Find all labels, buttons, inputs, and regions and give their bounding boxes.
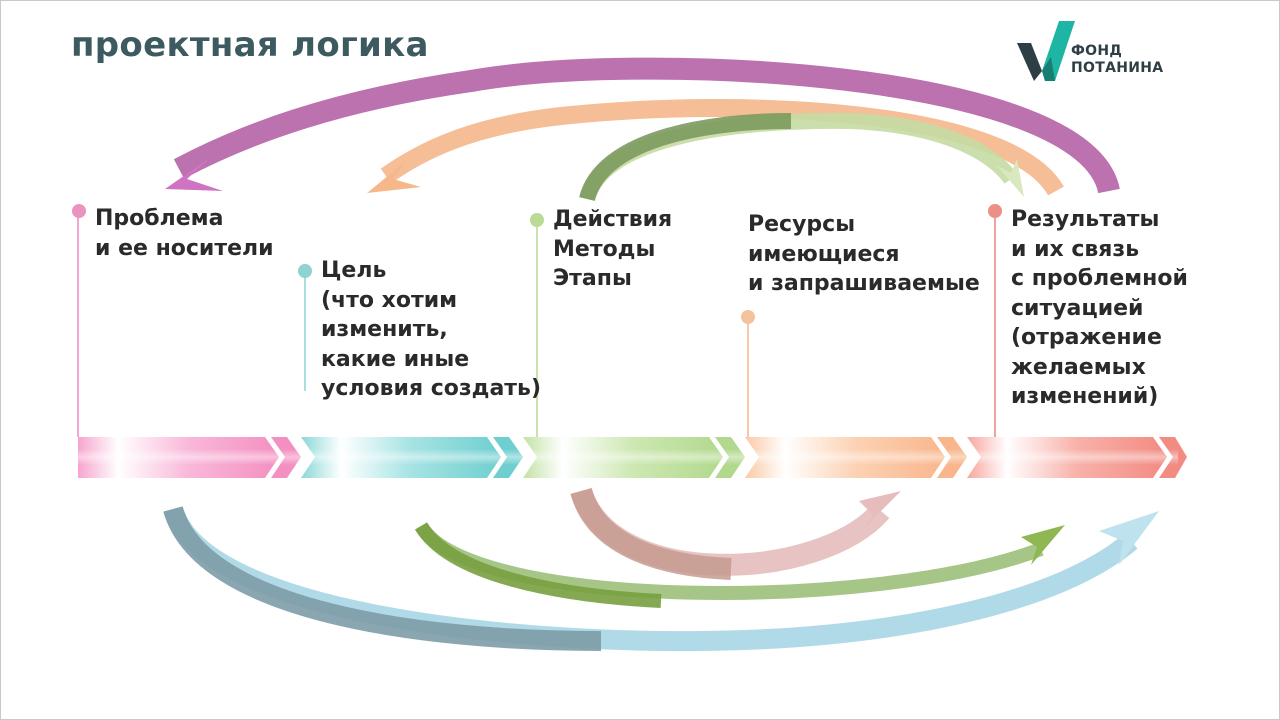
arc-arrowhead-icon xyxy=(859,491,901,529)
stage-label-actions: Действия Методы Этапы xyxy=(553,207,673,291)
logo-mark-icon xyxy=(1017,21,1075,81)
logo-line-2: ПОТАНИНА xyxy=(1071,60,1164,76)
feedback-arc-actions-to-results xyxy=(579,112,1024,202)
arc-arrowhead-icon xyxy=(1099,511,1159,565)
arc-actions-to-resources xyxy=(570,487,901,580)
feedback-arc-results-to-goal xyxy=(367,99,1064,196)
timeline-band xyxy=(78,437,1187,478)
logo-wordmark: ФОНД ПОТАНИНА xyxy=(1071,43,1163,77)
goal-dot xyxy=(298,264,312,278)
logo-line-1: ФОНД xyxy=(1071,43,1123,59)
arc-arrowhead-icon xyxy=(996,159,1024,197)
potanin-foundation-logo: ФОНД ПОТАНИНА xyxy=(1015,19,1185,85)
arc-arrowhead-icon xyxy=(165,157,223,191)
arc-arrowhead-icon xyxy=(367,161,421,193)
arc-arrowhead-icon xyxy=(1021,525,1065,565)
stage-label-results: Результаты и их связь с проблемной ситуа… xyxy=(1011,207,1188,409)
slide-title: проектная логика xyxy=(71,25,429,65)
arc-problem-to-results xyxy=(163,505,1159,652)
results-dot xyxy=(988,204,1002,218)
resources-dot xyxy=(741,310,755,324)
arc-goal-to-results xyxy=(414,521,1065,608)
stage-label-problem: Проблема и ее носители xyxy=(95,206,274,261)
actions-dot xyxy=(530,213,544,227)
feedback-arc-results-to-problem xyxy=(165,57,1120,195)
problem-dot xyxy=(72,204,86,218)
stage-label-goal: Цель (что хотим изменить, какие иные усл… xyxy=(321,258,541,401)
stage-label-resources: Ресурсы имеющиеся и запрашиваемые xyxy=(748,212,980,296)
